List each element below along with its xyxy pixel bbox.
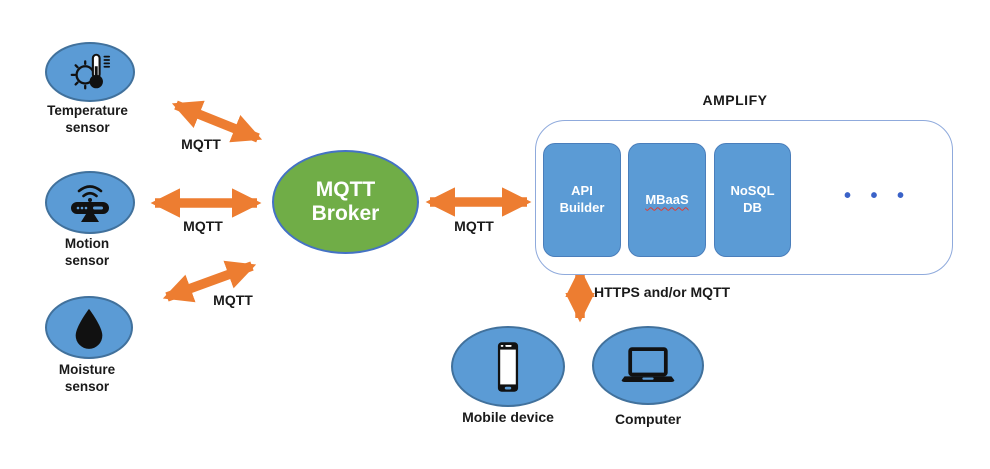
edge-label-motion-mqtt: MQTT [183,218,223,234]
computer-icon [621,346,675,382]
edge-label-moisture-mqtt: MQTT [213,292,253,308]
service-nosql-db: NoSQL DB [714,143,791,257]
edge-label-https-mqtt: HTTPS and/or MQTT [594,284,731,300]
motion-sensor-label: Motion sensor [64,236,110,268]
motion-icon [71,184,109,222]
moisture-icon [75,308,103,349]
mobile-device-node [451,326,565,407]
moisture-sensor-label: Moisture sensor [58,362,116,394]
temperature-sensor-label: Temperature sensor [47,103,128,135]
amplify-container: API Builder MBaaS NoSQL DB • • • [535,120,953,275]
service-mbaas: MBaaS [628,143,706,257]
computer-label: Computer [614,411,682,427]
motion-sensor-node [45,171,135,234]
ellipsis-dots: • • • [843,185,905,207]
arrow-temperature-broker [171,100,263,143]
service-api-builder: API Builder [543,143,621,257]
edge-label-broker-mqtt: MQTT [454,218,494,234]
moisture-sensor-node [45,296,133,359]
computer-node [592,326,704,405]
mobile-device-icon [497,341,519,392]
amplify-title: AMPLIFY [702,92,768,108]
service-mbaas-label: MBaaS [645,191,689,207]
temperature-icon [70,53,111,90]
mobile-device-label: Mobile device [462,409,554,425]
temperature-sensor-node [45,42,135,102]
edge-label-temperature-mqtt: MQTT [181,136,221,152]
mqtt-broker-node: MQTT Broker [272,150,419,254]
